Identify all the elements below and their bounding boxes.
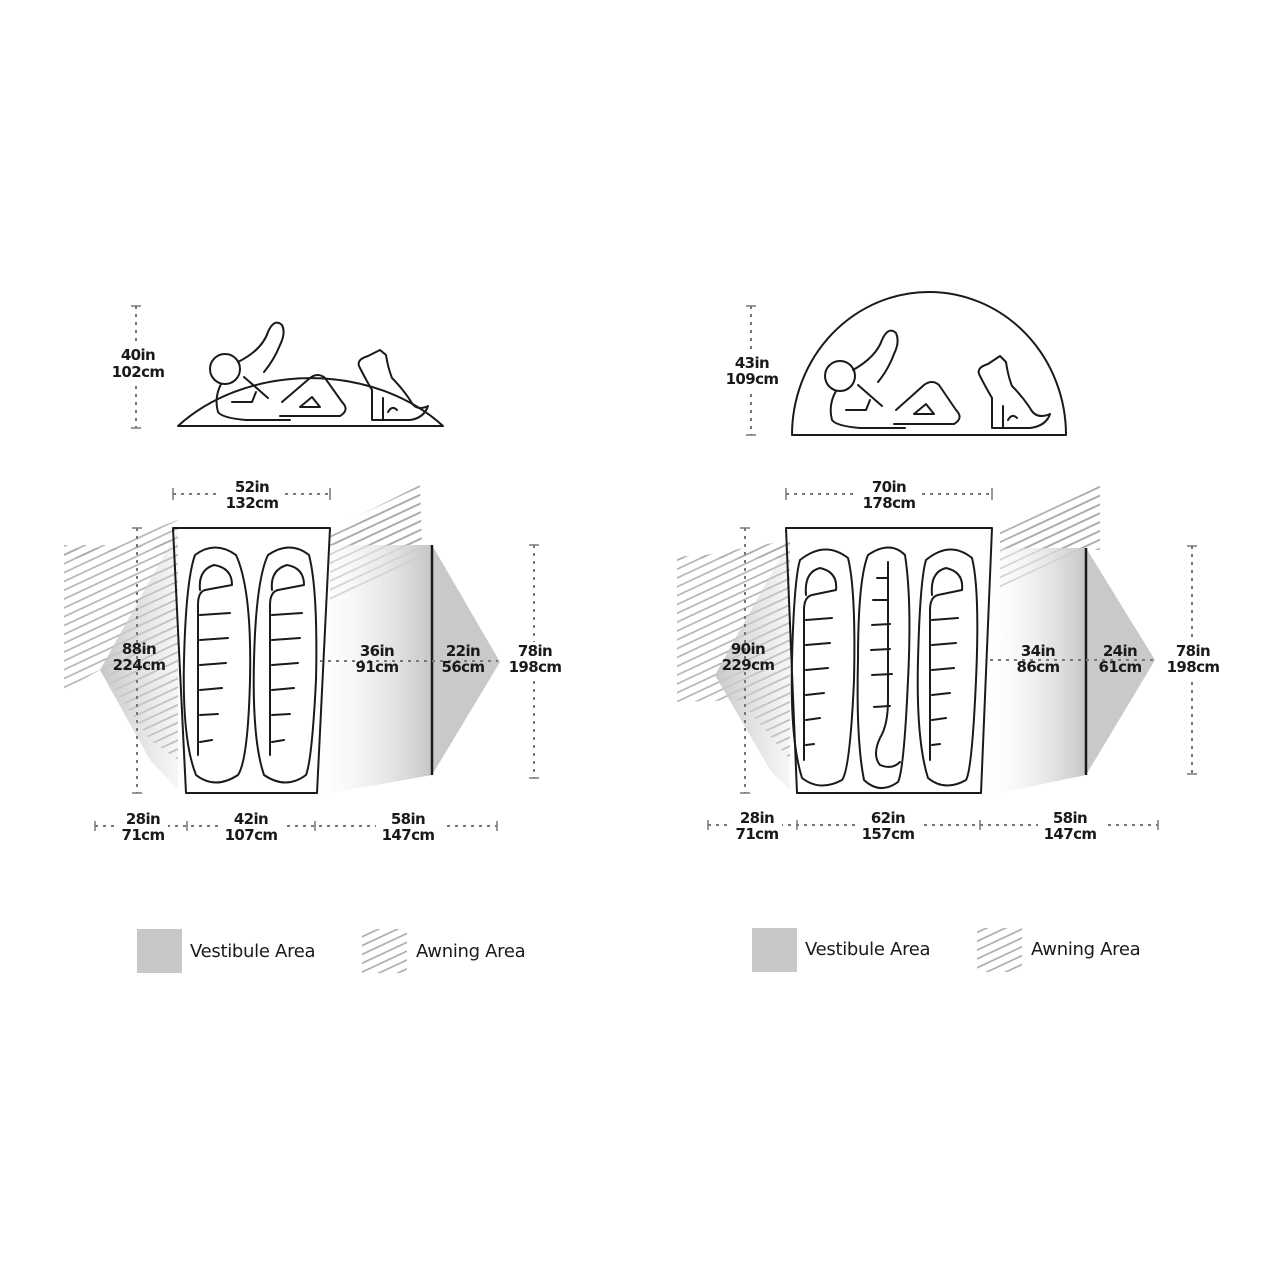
bottom-left-cm: 71cm bbox=[122, 826, 165, 844]
dome-outline bbox=[177, 377, 444, 427]
bottom-right-in: 58in bbox=[1053, 809, 1087, 827]
awning-swatch bbox=[977, 928, 1022, 972]
floor-length-cm: 224cm bbox=[113, 656, 166, 674]
vestibule-swatch bbox=[752, 928, 797, 972]
legend: Vestibule Area Awning Area bbox=[752, 928, 1141, 972]
sleeping-bag-icon bbox=[182, 546, 252, 784]
vestibule-area-right bbox=[320, 545, 432, 795]
awning-legend-label: Awning Area bbox=[416, 941, 525, 962]
sleeping-bag-icon bbox=[252, 546, 318, 784]
floor-width-foot-cm: 157cm bbox=[862, 825, 915, 843]
vestibule-legend-label: Vestibule Area bbox=[805, 939, 930, 960]
awning-extension-cm: 61cm bbox=[1099, 658, 1142, 676]
bottom-right-cm: 147cm bbox=[382, 826, 435, 844]
dog-icon bbox=[977, 355, 1051, 429]
legend: Vestibule Area Awning Area bbox=[137, 929, 526, 973]
diagram-two-person: 40in 102cm bbox=[64, 305, 564, 973]
vestibule-depth-in: 34in bbox=[1021, 642, 1055, 660]
door-length-cm: 198cm bbox=[509, 658, 562, 676]
sleeping-bag-icon bbox=[790, 548, 856, 787]
side-view-dome: 43in 109cm bbox=[722, 290, 1067, 436]
peak-height-in: 40in bbox=[121, 346, 155, 364]
peak-height-in: 43in bbox=[735, 354, 769, 372]
floor-length-in: 88in bbox=[122, 640, 156, 658]
floor-width-foot-in: 42in bbox=[234, 810, 268, 828]
person-icon bbox=[824, 329, 961, 429]
door-length-in: 78in bbox=[518, 642, 552, 660]
floor-width-head-in: 70in bbox=[872, 478, 906, 496]
side-view-dome: 40in 102cm bbox=[108, 305, 444, 429]
floor-plan: 70in 178cm 90in 229cm 34in 86cm 24in 61c… bbox=[677, 478, 1222, 843]
awning-extension-in: 22in bbox=[446, 642, 480, 660]
diagram-three-person: 43in 109cm bbox=[677, 290, 1222, 972]
floor-width-foot-in: 62in bbox=[871, 809, 905, 827]
door-length-cm: 198cm bbox=[1167, 658, 1220, 676]
dome-outline bbox=[791, 290, 1067, 436]
tent-floor bbox=[172, 527, 331, 794]
tent-floor bbox=[785, 527, 993, 794]
floor-length-cm: 229cm bbox=[722, 656, 775, 674]
floor-width-head-cm: 132cm bbox=[226, 494, 279, 512]
door-length-in: 78in bbox=[1176, 642, 1210, 660]
vestibule-legend-label: Vestibule Area bbox=[190, 941, 315, 962]
awning-swatch bbox=[362, 929, 407, 973]
floor-plan: 52in 132cm 88in 224cm 36in 91cm 22in 56c… bbox=[64, 478, 564, 844]
vestibule-depth-in: 36in bbox=[360, 642, 394, 660]
floor-width-foot-cm: 107cm bbox=[225, 826, 278, 844]
peak-height-cm: 109cm bbox=[726, 370, 779, 388]
vestibule-area-left bbox=[715, 540, 790, 790]
peak-height-cm: 102cm bbox=[112, 363, 165, 381]
awning-extension-cm: 56cm bbox=[442, 658, 485, 676]
dog-icon bbox=[357, 349, 429, 421]
bottom-right-cm: 147cm bbox=[1044, 825, 1097, 843]
awning-extension-area bbox=[1086, 548, 1155, 775]
bottom-left-in: 28in bbox=[126, 810, 160, 828]
floor-width-head-in: 52in bbox=[235, 478, 269, 496]
vestibule-area-left bbox=[100, 530, 178, 790]
vestibule-area-right bbox=[990, 548, 1086, 795]
floor-length-in: 90in bbox=[731, 640, 765, 658]
sleeping-bag-icon bbox=[856, 546, 911, 789]
bottom-right-in: 58in bbox=[391, 810, 425, 828]
sleeping-bag-icon bbox=[916, 548, 979, 787]
bottom-left-cm: 71cm bbox=[736, 825, 779, 843]
bottom-left-in: 28in bbox=[740, 809, 774, 827]
floor-width-head-cm: 178cm bbox=[863, 494, 916, 512]
vestibule-depth-cm: 86cm bbox=[1017, 658, 1060, 676]
awning-legend-label: Awning Area bbox=[1031, 939, 1140, 960]
vestibule-depth-cm: 91cm bbox=[356, 658, 399, 676]
vestibule-swatch bbox=[137, 929, 182, 973]
awning-extension-in: 24in bbox=[1103, 642, 1137, 660]
person-icon bbox=[209, 321, 347, 421]
